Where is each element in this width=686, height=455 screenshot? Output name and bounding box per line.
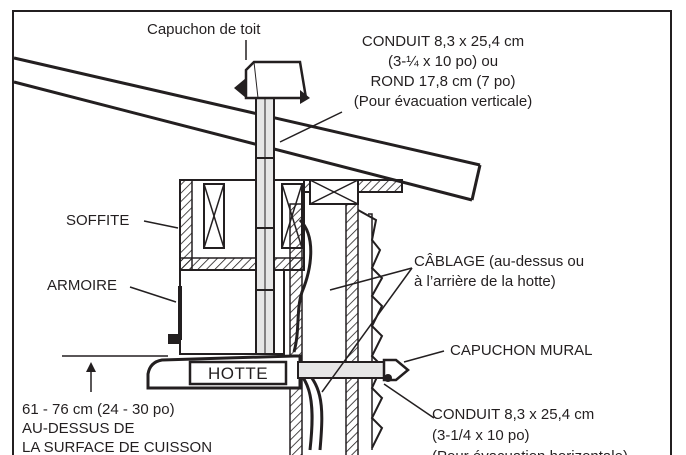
height-label-line1: 61 - 76 cm (24 - 30 po) (22, 401, 175, 418)
diagram-frame (12, 10, 672, 455)
vertical-duct-label: CONDUIT 8,3 x 25,4 cm (3-¼ x 10 po) ou R… (328, 32, 558, 112)
vertical-duct-label-line2: (3-¼ x 10 po) ou (387, 53, 499, 70)
wiring-label-line2: à l’arrière de la hotte) (414, 273, 556, 290)
wiring-label-line1: CÂBLAGE (au-dessus ou (414, 253, 585, 270)
horizontal-duct-label-line1: CONDUIT 8,3 x 25,4 cm (432, 406, 595, 423)
horizontal-duct (297, 358, 410, 382)
vertical-duct-label-line4: (Pour évacuation verticale) (353, 93, 533, 110)
horizontal-duct-label: CONDUIT 8,3 x 25,4 cm (3-1/4 x 10 po) (P… (432, 404, 628, 455)
horizontal-duct-label-line3: (Pour évacuation horizontale) (432, 446, 628, 455)
roof-cap (234, 60, 310, 104)
vertical-duct (255, 79, 275, 355)
cabinet-label: ARMOIRE (47, 277, 118, 294)
soffit-label: SOFFITE (66, 212, 130, 229)
height-label-line2: AU-DESSUS DE (22, 420, 135, 437)
wiring-label: CÂBLAGE (au-dessus ou à l’arrière de la … (414, 252, 584, 292)
vertical-duct-label-line1: CONDUIT 8,3 x 25,4 cm (361, 33, 525, 50)
range-hood (146, 354, 302, 390)
height-dimension (62, 355, 168, 392)
leader-lines (129, 40, 445, 419)
roof-cap-label: Capuchon de toit (147, 21, 261, 38)
soffit-box (179, 179, 305, 271)
hood-label: HOTTE (207, 364, 269, 383)
vertical-duct-label-line3: ROND 17,8 cm (7 po) (370, 73, 516, 90)
height-label: 61 - 76 cm (24 - 30 po) AU-DESSUS DE LA … (22, 400, 212, 455)
height-label-line3: LA SURFACE DE CUISSON (22, 439, 213, 455)
horizontal-duct-label-line2: (3-1/4 x 10 po) (432, 427, 530, 444)
wall-cap-label: CAPUCHON MURAL (450, 342, 593, 359)
